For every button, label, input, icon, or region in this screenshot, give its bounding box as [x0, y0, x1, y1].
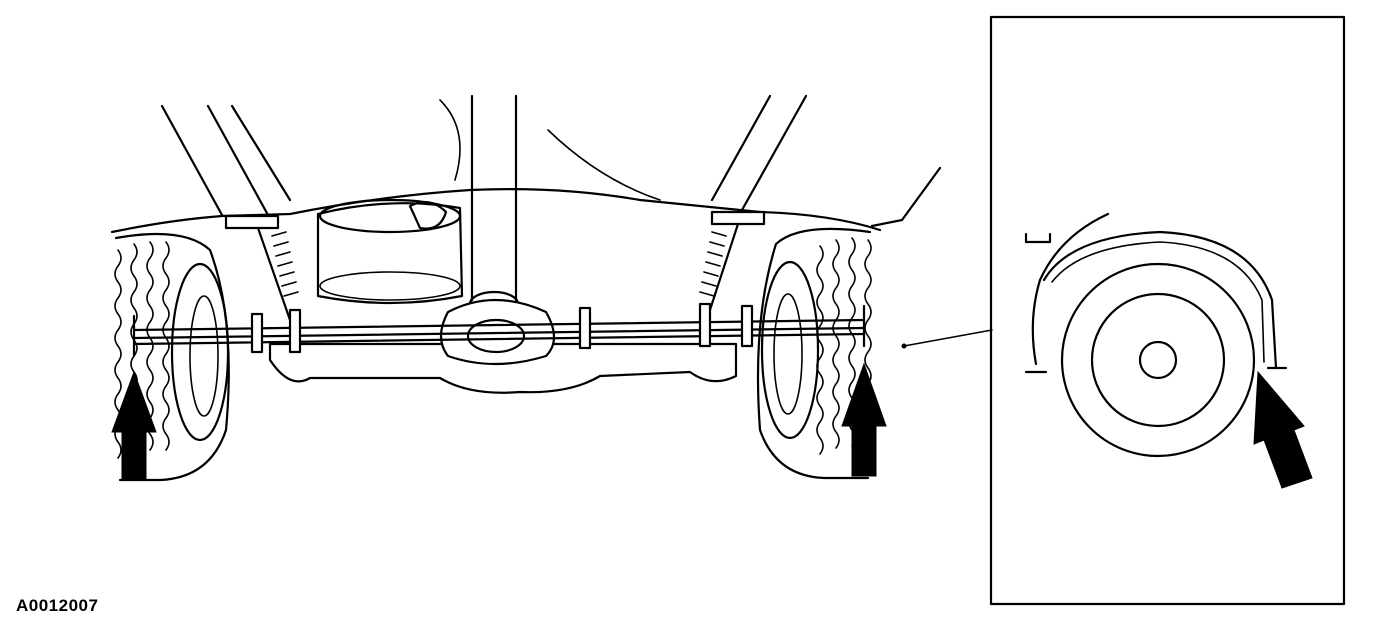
leader-dot	[901, 343, 907, 349]
axle-housing	[268, 298, 738, 394]
rear-axle-view	[110, 94, 993, 482]
measuring-bar	[132, 302, 866, 358]
drive-shaft	[468, 94, 520, 318]
right-rear-tire	[756, 227, 872, 480]
detail-pointer-arrow	[1253, 370, 1313, 489]
detail-frame	[989, 15, 1346, 606]
detail-inset	[989, 15, 1346, 606]
right-coil-spring	[699, 210, 766, 318]
vehicle-body-outline	[110, 94, 942, 234]
figure-id-label: A0012007	[16, 596, 99, 615]
detail-leader-line	[903, 329, 993, 347]
right-pointer-arrow	[841, 362, 887, 477]
spare-tire-carrier	[316, 198, 464, 305]
left-pointer-arrow	[111, 370, 157, 481]
left-coil-spring	[224, 214, 299, 322]
